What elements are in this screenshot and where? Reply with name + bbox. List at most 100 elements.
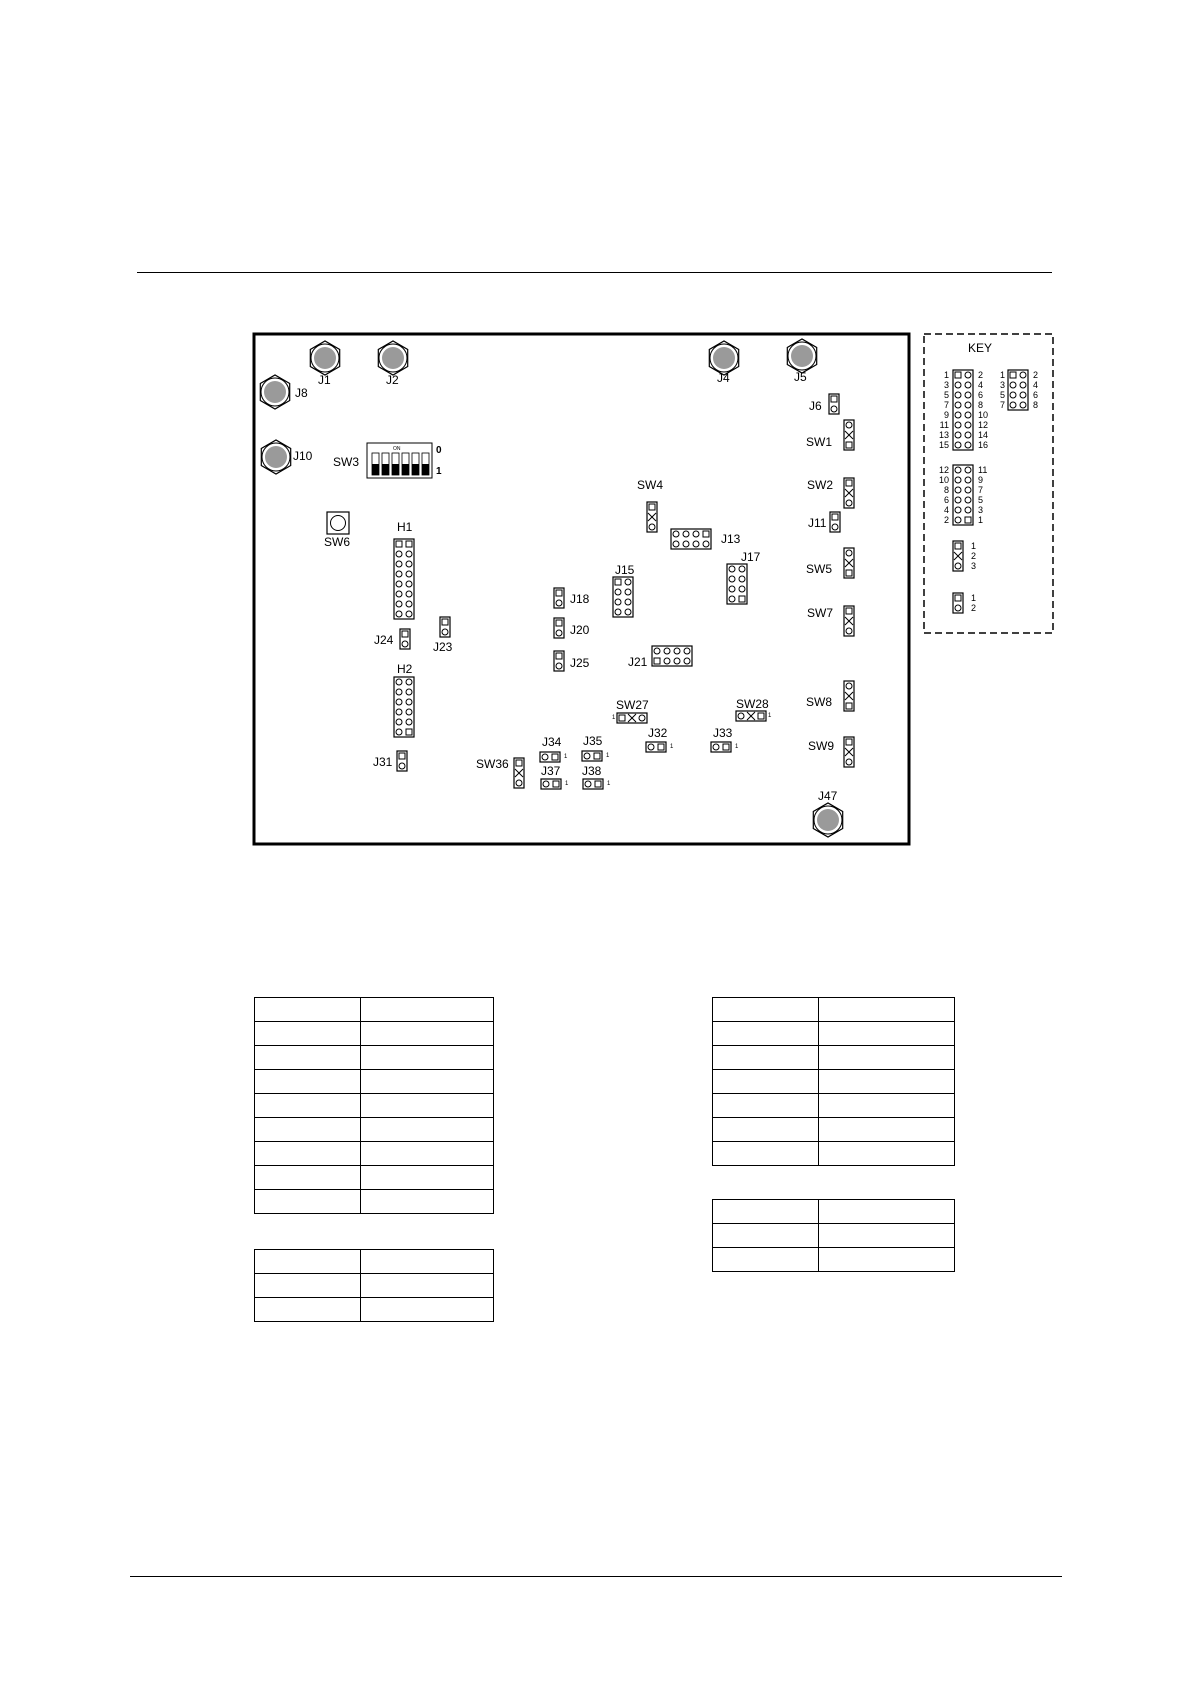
sw3-label: SW3 — [333, 455, 359, 469]
key-16-pin-number: 5 — [944, 390, 949, 400]
table-cell — [360, 1141, 494, 1166]
table-cell — [818, 1141, 955, 1166]
table-cell — [360, 1069, 494, 1094]
j15-label: J15 — [615, 563, 635, 577]
table-row — [712, 1199, 955, 1224]
table-d — [712, 1199, 955, 1272]
j10-label: J10 — [293, 449, 313, 463]
sw9-label: SW9 — [808, 739, 834, 753]
j31-label: J31 — [373, 755, 393, 769]
table-row — [254, 1273, 494, 1298]
sw8-label: SW8 — [806, 695, 832, 709]
table-row — [254, 1021, 494, 1046]
table-b — [254, 1249, 494, 1322]
key-16-pin-number: 16 — [978, 440, 988, 450]
table-cell — [712, 1093, 819, 1118]
sw2-switch — [843, 477, 855, 509]
table-cell — [254, 1141, 361, 1166]
j13-header — [670, 528, 712, 550]
j2-label: J2 — [386, 373, 399, 387]
table-cell — [712, 997, 819, 1022]
table-cell — [818, 997, 955, 1022]
key-16-pin-number: 4 — [978, 380, 983, 390]
table-cell — [818, 1247, 955, 1272]
table-cell — [360, 1093, 494, 1118]
key-16-pin-number: 3 — [944, 380, 949, 390]
j25-label: J25 — [570, 656, 590, 670]
j24-jumper — [399, 628, 411, 650]
key-16-pin-number: 2 — [978, 370, 983, 380]
j32-label: J32 — [648, 726, 668, 740]
j47-coax-connector — [812, 802, 844, 838]
j17-header — [726, 563, 748, 605]
sw3-caption: ON — [393, 446, 401, 452]
table-cell — [712, 1069, 819, 1094]
j5-coax-connector — [786, 338, 818, 374]
key-12-pin-header — [952, 464, 974, 526]
table-row — [254, 1297, 494, 1322]
j37-jumper — [540, 778, 562, 790]
j33-pin1-label: 1 — [735, 744, 739, 750]
key-3-pin-number: 1 — [971, 541, 976, 551]
j34-label: J34 — [542, 735, 562, 749]
table-row — [254, 1141, 494, 1166]
key-16-pin-number: 13 — [939, 430, 949, 440]
j35-jumper — [581, 750, 603, 762]
key-8-pin-header — [1007, 369, 1029, 411]
table-row — [254, 1093, 494, 1118]
j24-label: J24 — [374, 633, 394, 647]
j38-pin1-label: 1 — [607, 781, 611, 787]
header-rule — [137, 272, 1052, 273]
j21-header — [651, 645, 693, 667]
key-box — [923, 333, 1054, 634]
key-12-pin-number: 7 — [978, 485, 983, 495]
j10-coax-connector — [260, 439, 292, 475]
key-12-pin-number: 6 — [944, 495, 949, 505]
j1-label: J1 — [318, 373, 331, 387]
j35-pin1-label: 1 — [606, 753, 610, 759]
table-row — [712, 1223, 955, 1248]
j5-label: J5 — [794, 370, 807, 384]
key-12-pin-number: 12 — [939, 465, 949, 475]
table-cell — [818, 1069, 955, 1094]
j35-label: J35 — [583, 734, 603, 748]
table-cell — [360, 997, 494, 1022]
sw3-off-label: 1 — [436, 466, 442, 477]
table-row — [712, 1045, 955, 1070]
table-cell — [818, 1223, 955, 1248]
key-title: KEY — [968, 341, 992, 355]
table-row — [254, 997, 494, 1022]
sw1-label: SW1 — [806, 435, 832, 449]
key-12-pin-number: 2 — [944, 515, 949, 525]
key-12-pin-number: 5 — [978, 495, 983, 505]
key-16-pin-number: 10 — [978, 410, 988, 420]
key-8-pin-number: 2 — [1033, 370, 1038, 380]
j38-jumper — [582, 778, 604, 790]
sw5-switch — [843, 547, 855, 579]
key-16-pin-number: 15 — [939, 440, 949, 450]
table-row — [712, 1093, 955, 1118]
key-12-pin-number: 3 — [978, 505, 983, 515]
key-8-pin-number: 3 — [1000, 380, 1005, 390]
j32-pin1-label: 1 — [670, 744, 674, 750]
table-row — [712, 997, 955, 1022]
j4-coax-connector — [708, 340, 740, 376]
j13-label: J13 — [721, 532, 741, 546]
j21-label: J21 — [628, 655, 648, 669]
sw4-switch — [646, 501, 658, 533]
key-16-pin-header — [952, 369, 974, 451]
j25-jumper — [553, 650, 565, 672]
table-cell — [254, 997, 361, 1022]
table-cell — [360, 1165, 494, 1190]
j1-coax-connector — [309, 340, 341, 376]
table-c — [712, 997, 955, 1166]
j15-header — [612, 576, 634, 618]
j37-label: J37 — [541, 764, 561, 778]
j33-label: J33 — [713, 726, 733, 740]
j38-label: J38 — [582, 764, 602, 778]
j47-label: J47 — [818, 789, 838, 803]
table-row — [712, 1069, 955, 1094]
j34-jumper — [539, 751, 561, 763]
key-12-pin-number: 10 — [939, 475, 949, 485]
sw28-pin1-label: 1 — [768, 713, 772, 719]
